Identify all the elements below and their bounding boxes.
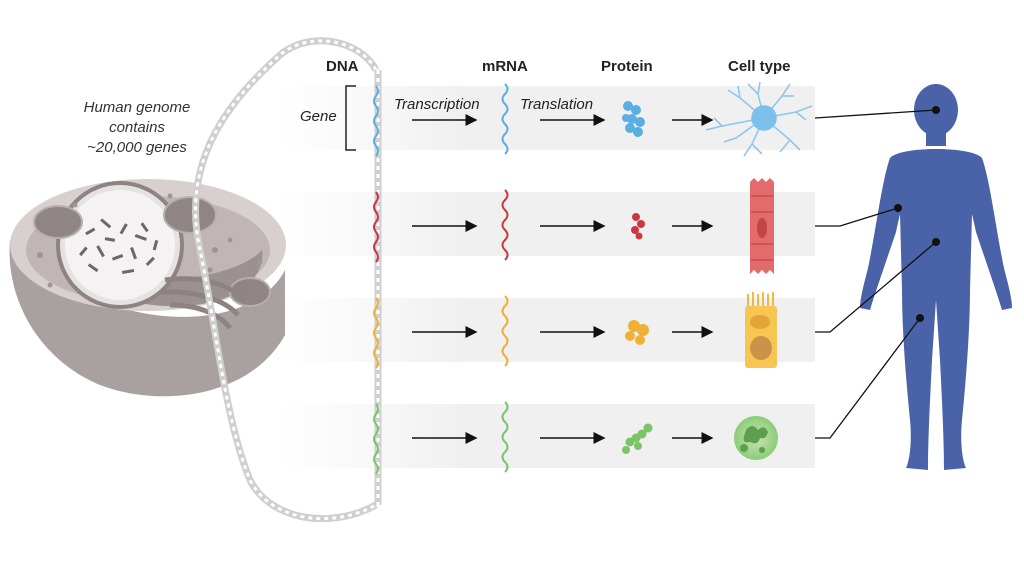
white-blood-cell-icon <box>734 416 778 460</box>
genome-caption: Human genome contains ~20,000 genes <box>62 98 212 158</box>
dna-strand <box>192 37 382 523</box>
protein-green-icon <box>622 423 653 454</box>
transcription-label: Transcription <box>394 96 480 113</box>
row-bands <box>280 86 815 468</box>
muscle-cell-icon <box>750 178 774 274</box>
translation-label: Translation <box>520 96 594 113</box>
cell-icon <box>9 179 286 397</box>
header-protein: Protein <box>601 58 653 75</box>
gene-bracket <box>345 85 356 151</box>
genome-caption-line-1: Human genome <box>83 99 191 116</box>
mrna-strands <box>501 83 509 473</box>
dna-gene-segments <box>373 85 379 475</box>
genome-caption-line-3: ~20,000 genes <box>87 139 187 156</box>
neuron-icon <box>705 81 813 157</box>
body-target-dots <box>894 106 940 322</box>
human-body-icon <box>860 84 1012 470</box>
body-connector-lines <box>814 109 937 439</box>
header-mrna: mRNA <box>482 58 528 75</box>
protein-blue-icon <box>622 101 645 137</box>
header-dna: DNA <box>326 58 359 75</box>
protein-orange-icon <box>625 320 649 345</box>
genome-caption-line-2: contains <box>109 119 165 136</box>
header-cell-type: Cell type <box>728 58 791 75</box>
protein-red-icon <box>631 213 645 240</box>
gene-label: Gene <box>300 108 337 125</box>
epithelial-cell-icon <box>745 292 777 368</box>
process-arrows <box>412 114 714 444</box>
